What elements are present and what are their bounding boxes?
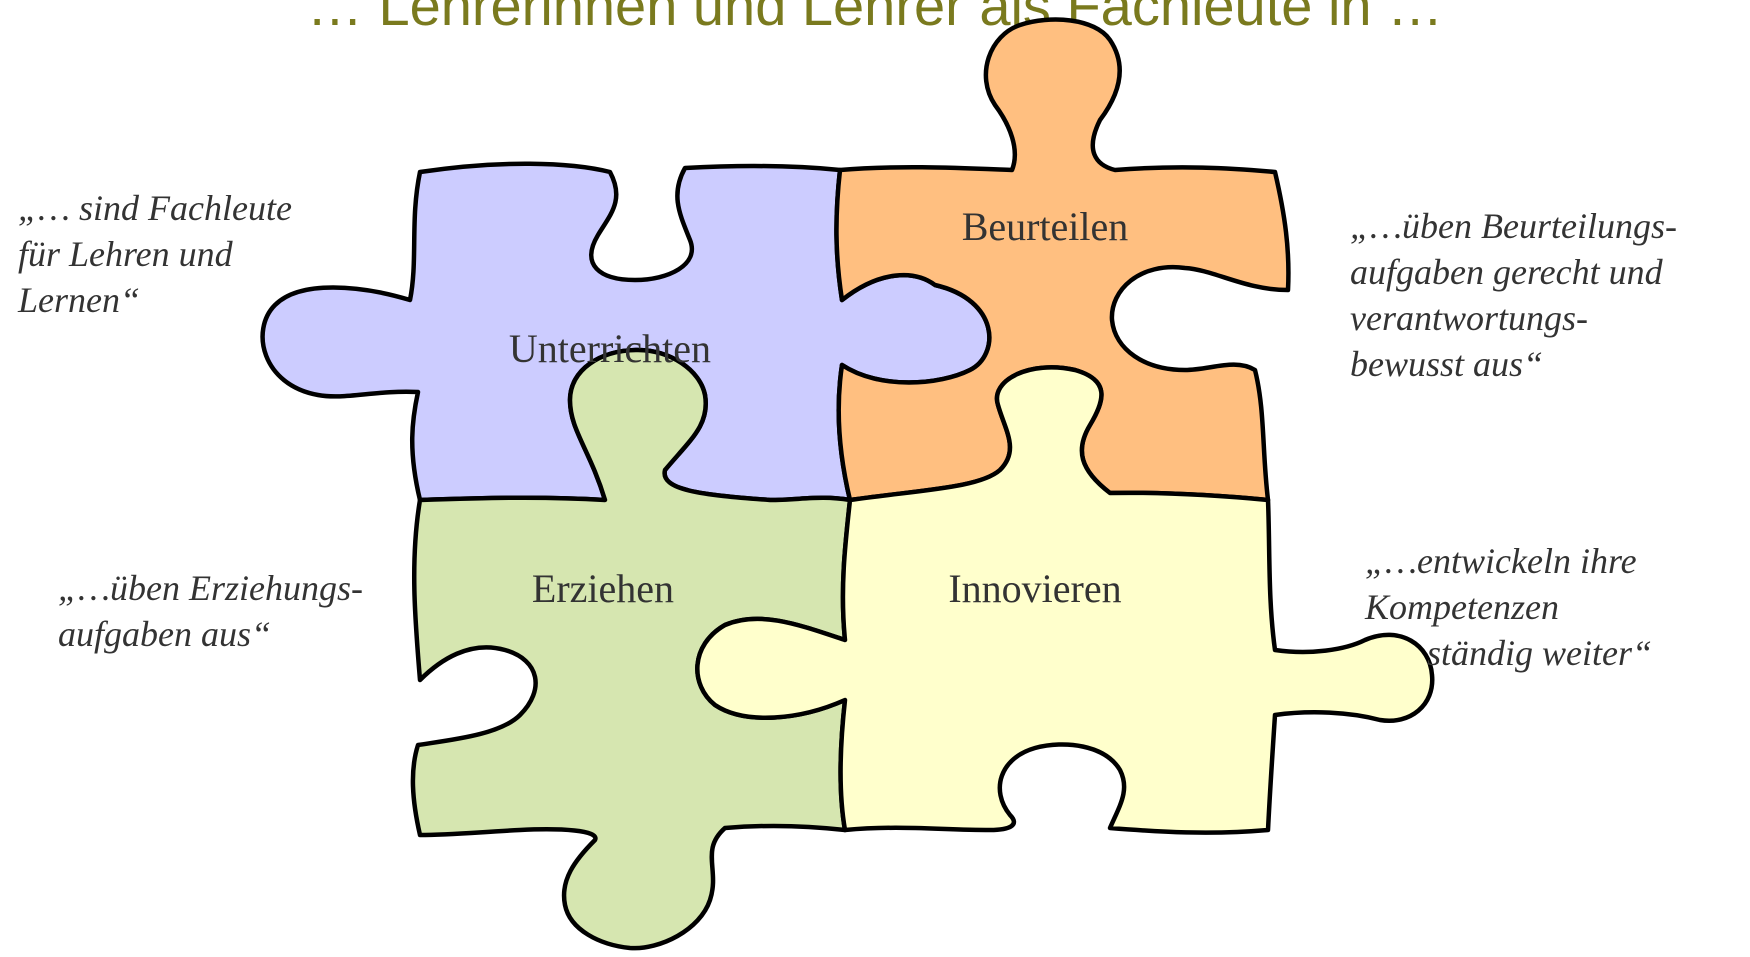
label-innovieren: Innovieren (948, 566, 1121, 611)
quote-line: Kompetenzen (1365, 587, 1559, 627)
quote-line: verantwortungs- (1350, 298, 1588, 338)
quote-line: „…entwickeln ihre (1365, 541, 1637, 581)
puzzle-piece-beurteilen (834, 17, 1291, 503)
quote-line: „…üben Erziehungs- (58, 568, 363, 608)
quote-line: ständig weiter“ (1427, 633, 1653, 673)
quote-line: aufgaben gerecht und (1350, 252, 1663, 292)
quote-line: aufgaben aus“ (58, 614, 272, 654)
label-unterrichten: Unterrichten (509, 326, 711, 371)
quote-line: bewusst aus“ (1350, 344, 1544, 384)
quote-line: „…üben Beurteilungs- (1350, 206, 1677, 246)
quote-unterrichten: „… sind Fachleute für Lehren und Lernen“ (18, 185, 292, 323)
puzzle-piece-innovieren (695, 365, 1435, 835)
quote-line: Lernen“ (18, 280, 141, 320)
label-erziehen: Erziehen (532, 566, 674, 611)
slide-title: … Lehrerinnen und Lehrer als Fachleute i… (306, 0, 1444, 37)
quote-beurteilen: „…üben Beurteilungs- aufgaben gerecht un… (1350, 203, 1677, 387)
quote-erziehen: „…üben Erziehungs- aufgaben aus“ (58, 565, 363, 657)
label-beurteilen: Beurteilen (962, 204, 1129, 249)
quote-line: für Lehren und (18, 234, 233, 274)
quote-line: „… sind Fachleute (18, 188, 292, 228)
quote-innovieren: „…entwickeln ihre Kompetenzen ständig we… (1365, 538, 1652, 676)
